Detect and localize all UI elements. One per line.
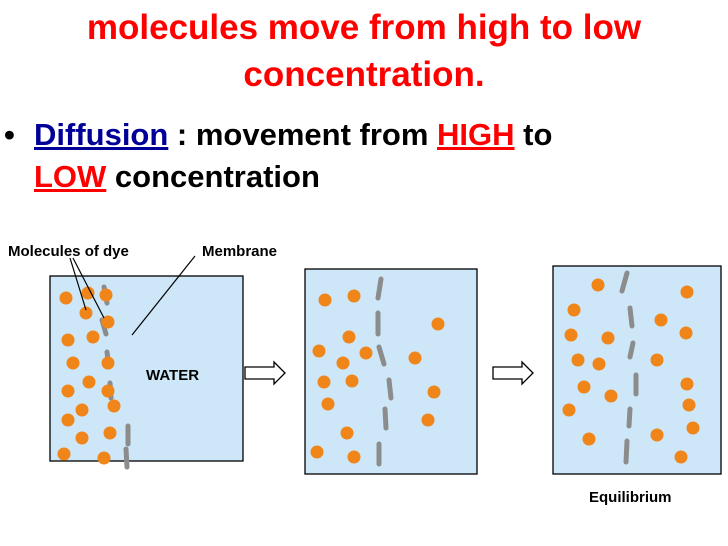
label-water: WATER	[146, 367, 199, 384]
membrane-segment-2	[375, 276, 384, 301]
dye-molecule	[310, 445, 324, 459]
dye-molecule	[79, 306, 93, 320]
keyword-low: LOW	[34, 159, 107, 194]
dye-molecule	[347, 450, 361, 464]
dye-molecule	[345, 374, 359, 388]
dye-molecule	[318, 293, 332, 307]
dye-molecule	[431, 317, 445, 331]
dye-molecule	[101, 384, 115, 398]
dye-molecule	[592, 357, 606, 371]
leader-lines	[69, 255, 196, 336]
dye-molecule	[564, 328, 578, 342]
dye-molecule	[562, 403, 576, 417]
dye-molecule	[601, 331, 615, 345]
dye-molecule	[682, 398, 696, 412]
dye-molecule	[654, 313, 668, 327]
label-molecules-of-dye: Molecules of dye	[8, 243, 129, 260]
bullet-point: • Diffusion : movement from HIGH to LOW c…	[4, 114, 724, 198]
dye-molecule	[421, 413, 435, 427]
dye-molecule	[604, 389, 618, 403]
bullet-text-3: concentration	[106, 159, 320, 194]
dye-molecule	[61, 384, 75, 398]
dye-molecule	[342, 330, 356, 344]
dye-molecule	[61, 333, 75, 347]
bullet-line-1: • Diffusion : movement from HIGH to	[4, 114, 724, 156]
dye-molecule	[680, 377, 694, 391]
dye-molecule	[340, 426, 354, 440]
dye-molecule	[567, 303, 581, 317]
dye-molecule	[336, 356, 350, 370]
dye-molecule	[680, 285, 694, 299]
arrow-1	[244, 360, 286, 386]
label-equilibrium: Equilibrium	[589, 489, 672, 506]
membrane-segment-2	[382, 406, 389, 431]
dye-molecule	[674, 450, 688, 464]
membrane-segment-2	[376, 344, 387, 367]
bullet-line-2: LOW concentration	[4, 156, 724, 198]
dye-molecule	[75, 403, 89, 417]
term-diffusion: Diffusion	[34, 117, 169, 152]
dye-molecule	[347, 289, 361, 303]
membrane-segment-3	[619, 270, 630, 294]
dye-molecule	[686, 421, 700, 435]
membrane-segment-3	[627, 305, 635, 329]
dye-molecule	[57, 447, 71, 461]
dye-molecule	[101, 315, 115, 329]
dye-molecule	[317, 375, 331, 389]
membrane-segment-2	[386, 377, 394, 401]
beaker-3	[552, 265, 722, 475]
dye-molecule	[103, 426, 117, 440]
membrane-segment-3	[623, 438, 630, 465]
dye-molecule	[577, 380, 591, 394]
dye-molecule	[66, 356, 80, 370]
membrane-segment-3	[627, 340, 636, 360]
bullet-marker: •	[4, 117, 15, 152]
dye-molecule	[86, 330, 100, 344]
bullet-text-2: to	[514, 117, 553, 152]
dye-molecule	[61, 413, 75, 427]
dye-molecule	[75, 431, 89, 445]
dye-molecule	[107, 399, 121, 413]
dye-molecule	[81, 286, 95, 300]
bullet-text-1: : movement from	[168, 117, 438, 152]
dye-molecule	[359, 346, 373, 360]
dye-molecule	[591, 278, 605, 292]
slide-title: molecules move from high to low concentr…	[0, 4, 728, 98]
dye-molecule	[571, 353, 585, 367]
dye-molecule	[312, 344, 326, 358]
beaker-2	[304, 268, 478, 475]
dye-molecule	[321, 397, 335, 411]
dye-molecule	[408, 351, 422, 365]
dye-molecule	[97, 451, 111, 465]
membrane-segment-1	[123, 446, 130, 470]
beaker-1	[49, 275, 244, 462]
membrane-segment-3	[626, 406, 633, 429]
dye-molecule	[427, 385, 441, 399]
dye-molecule	[101, 356, 115, 370]
title-line-1: molecules move from high to low	[86, 8, 642, 47]
title-line-2: concentration.	[243, 55, 485, 94]
dye-molecule	[650, 428, 664, 442]
keyword-high: HIGH	[437, 117, 515, 152]
dye-molecule	[650, 353, 664, 367]
label-membrane: Membrane	[202, 243, 277, 260]
dye-molecule	[82, 375, 96, 389]
arrow-2	[492, 360, 534, 386]
dye-molecule	[59, 291, 73, 305]
dye-molecule	[582, 432, 596, 446]
dye-molecule	[679, 326, 693, 340]
dye-molecule	[99, 288, 113, 302]
